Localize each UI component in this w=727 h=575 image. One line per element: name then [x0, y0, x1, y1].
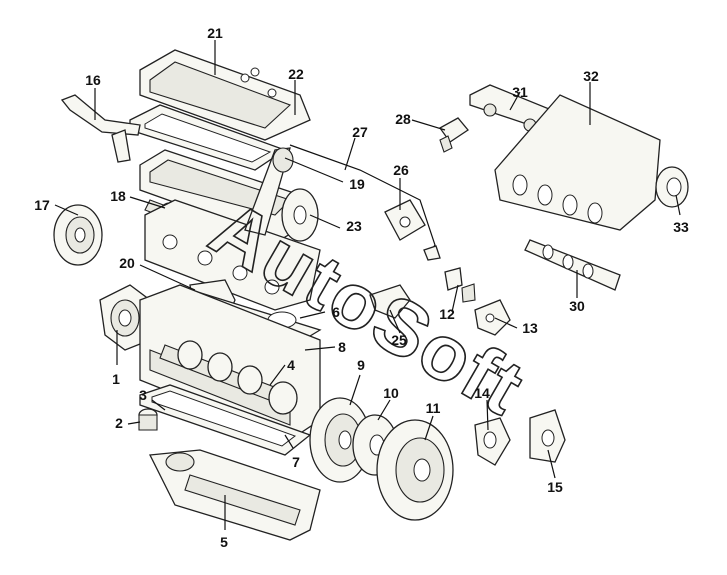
callout-14: 14	[474, 385, 490, 401]
callout-17: 17	[34, 197, 50, 213]
callout-30: 30	[569, 298, 585, 314]
callout-12: 12	[439, 306, 455, 322]
callout-31: 31	[512, 84, 528, 100]
part-pressure-plate	[376, 419, 454, 521]
part-crankshaft	[159, 340, 298, 415]
callout-28: 28	[395, 111, 411, 127]
part-distributor-cap	[384, 199, 426, 241]
callout-22: 22	[288, 66, 304, 82]
part-engine-mount	[474, 299, 511, 336]
part-bushing	[444, 267, 476, 303]
part-intake-manifold	[494, 94, 661, 231]
callout-26: 26	[393, 162, 409, 178]
part-sprocket	[281, 188, 319, 242]
callout-10: 10	[383, 385, 399, 401]
part-manifold-gasket	[524, 239, 621, 291]
part-gearbox-mount	[529, 409, 566, 463]
callout-8: 8	[338, 339, 346, 355]
part-oil-pan	[148, 449, 321, 541]
leader-lines	[54, 40, 681, 530]
callout-27: 27	[352, 124, 368, 140]
callout-2: 2	[115, 415, 123, 431]
callout-20: 20	[119, 255, 135, 271]
part-cylinder-head	[144, 199, 321, 311]
part-water-pump	[99, 284, 151, 351]
part-sensor-wire	[289, 144, 441, 261]
callout-19: 19	[349, 176, 365, 192]
callout-23: 23	[346, 218, 362, 234]
callout-6: 6	[332, 304, 340, 320]
part-valve-cover	[139, 49, 311, 141]
callout-21: 21	[207, 25, 223, 41]
callout-32: 32	[583, 68, 599, 84]
callout-11: 11	[426, 400, 441, 416]
part-temp-sensor	[439, 117, 469, 153]
callout-labels: 1 2 3 4 5 6 7 8 9 10 11 12 13 14 15 16 1…	[34, 25, 689, 550]
part-engine-mount-lower	[474, 417, 511, 466]
callout-4: 4	[287, 357, 295, 373]
part-coolant-pipe	[60, 94, 141, 163]
callout-33: 33	[673, 219, 689, 235]
callout-7: 7	[292, 454, 300, 470]
callout-5: 5	[220, 534, 228, 550]
callout-15: 15	[547, 479, 563, 495]
callout-1: 1	[112, 371, 120, 387]
callout-16: 16	[85, 72, 101, 88]
part-throttle-body	[655, 166, 689, 208]
part-distributor	[244, 147, 294, 236]
part-sensor-bracket	[369, 284, 411, 319]
callout-18: 18	[110, 188, 126, 204]
callout-9: 9	[357, 357, 365, 373]
part-oil-plug	[138, 408, 158, 431]
callout-3: 3	[139, 387, 147, 403]
callout-13: 13	[522, 320, 538, 336]
callout-25: 25	[391, 332, 407, 348]
part-tensioner-pulley	[53, 204, 103, 266]
